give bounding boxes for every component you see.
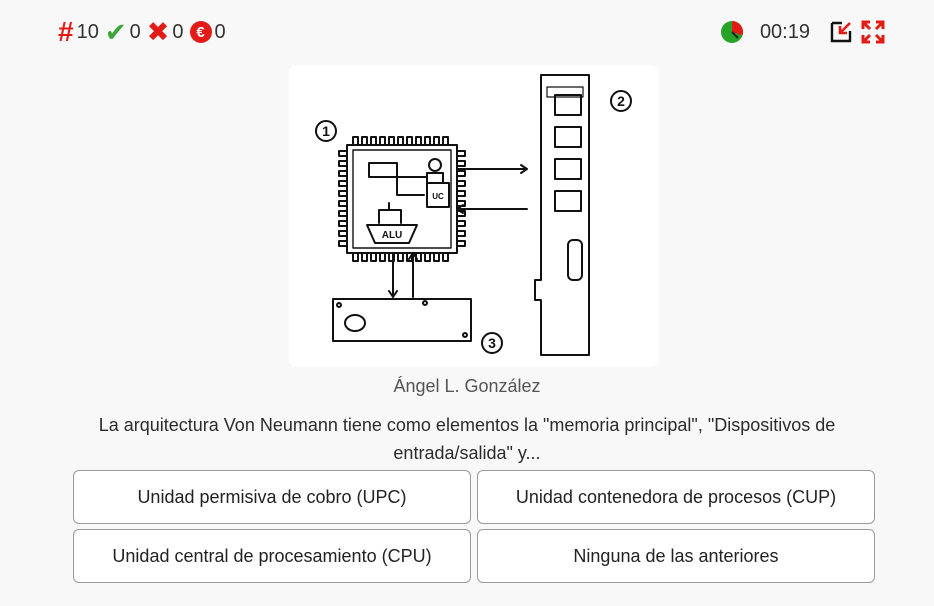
answer-option-2[interactable]: Unidad contenedora de procesos (CUP)	[477, 470, 875, 524]
question-image: 1 2 3 ALU UC	[289, 65, 659, 367]
cross-icon: ✖	[146, 16, 170, 47]
label-io-number: 3	[488, 335, 496, 351]
label-memory-number: 2	[617, 93, 625, 109]
score-bar: # 10 ✔ 0 ✖ 0 € 0	[58, 18, 232, 46]
minimize-window-icon	[830, 21, 852, 43]
wrong-answers: ✖ 0	[146, 16, 184, 47]
answer-grid: Unidad permisiva de cobro (UPC) Unidad c…	[73, 470, 875, 583]
correct-count: 0	[129, 20, 141, 43]
total-questions: # 10	[58, 18, 99, 46]
timer-controls: 00:19	[720, 17, 886, 47]
ram-module	[534, 74, 590, 356]
von-neumann-drawing: 1 2 3 ALU UC	[315, 74, 632, 356]
points: € 0	[189, 20, 226, 44]
answer-option-3[interactable]: Unidad central de procesamiento (CPU)	[73, 529, 471, 583]
question-text: La arquitectura Von Neumann tiene como e…	[98, 415, 836, 463]
fullscreen-button[interactable]	[860, 19, 886, 45]
check-icon: ✔	[104, 17, 127, 47]
points-count: 0	[214, 20, 226, 43]
timer-pie-icon	[720, 21, 743, 43]
correct-answers: ✔ 0	[105, 19, 141, 45]
image-credit: Ángel L. González	[393, 376, 541, 396]
hash-icon: #	[58, 16, 74, 47]
label-cpu-number: 1	[322, 123, 330, 139]
euro-coin-icon: €	[189, 21, 212, 43]
wrong-count: 0	[172, 20, 184, 43]
answer-option-4[interactable]: Ninguna de las anteriores	[477, 529, 875, 583]
answer-option-1[interactable]: Unidad permisiva de cobro (UPC)	[73, 470, 471, 524]
total-count: 10	[76, 20, 99, 43]
minimize-button[interactable]	[828, 19, 854, 45]
alu-label: ALU	[382, 230, 403, 241]
timer-display: 00:19	[759, 20, 810, 43]
fullscreen-icon	[861, 20, 885, 44]
uc-label: UC	[432, 192, 444, 201]
io-device	[332, 298, 472, 342]
